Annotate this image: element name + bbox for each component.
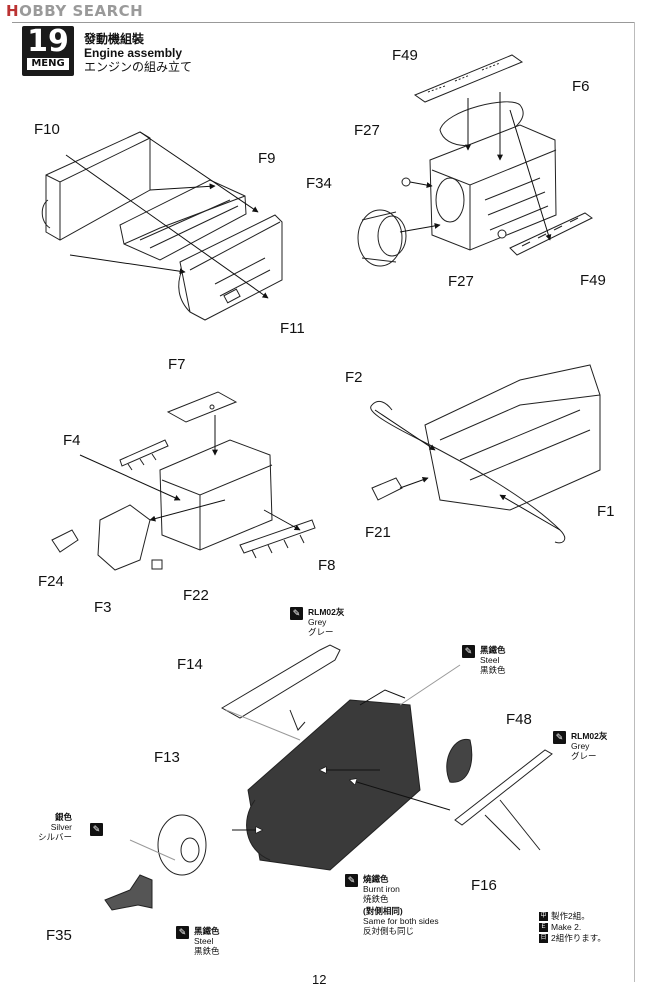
paint-callout-rlm02-top: ✎ RLM02灰 Grey グレー bbox=[290, 607, 344, 637]
paint-callout-steel-bottom: ✎ 黑鐵色 Steel 黒鉄色 bbox=[176, 926, 220, 956]
brush-icon: ✎ bbox=[345, 874, 358, 887]
divider-right bbox=[634, 22, 635, 982]
part-label-f9: F9 bbox=[258, 150, 276, 167]
divider-top bbox=[12, 22, 635, 23]
engine-side-left-drawing bbox=[51, 391, 316, 571]
lang-icon-en: E bbox=[539, 923, 548, 933]
part-label-f4: F4 bbox=[63, 432, 81, 449]
part-label-f49-top: F49 bbox=[392, 47, 418, 64]
step-number: 19 bbox=[27, 24, 69, 59]
part-label-f49-bottom: F49 bbox=[580, 272, 606, 289]
part-label-f6: F6 bbox=[572, 78, 590, 95]
watermark: HOBBY SEARCH bbox=[6, 2, 144, 20]
lang-icon-jp: 日 bbox=[539, 934, 548, 944]
brush-icon: ✎ bbox=[290, 607, 303, 620]
brush-icon: ✎ bbox=[553, 731, 566, 744]
part-label-f27-bottom: F27 bbox=[448, 273, 474, 290]
engine-block-upper-drawing bbox=[357, 54, 593, 267]
part-label-f10: F10 bbox=[34, 121, 60, 138]
step-title: 發動機組裝 Engine assembly エンジンの組み立て bbox=[84, 32, 192, 74]
part-label-f11: F11 bbox=[280, 320, 305, 337]
part-label-f2: F2 bbox=[345, 369, 363, 386]
brush-icon: ✎ bbox=[462, 645, 475, 658]
title-english: Engine assembly bbox=[84, 46, 183, 60]
part-label-f14: F14 bbox=[177, 656, 203, 673]
engine-final-drawing bbox=[104, 644, 553, 911]
engine-side-right-drawing bbox=[370, 364, 601, 544]
part-label-f27-top: F27 bbox=[354, 122, 380, 139]
brand-logo: MENG bbox=[27, 58, 69, 70]
title-japanese: エンジンの組み立て bbox=[84, 60, 193, 74]
part-label-f34: F34 bbox=[306, 175, 332, 192]
part-label-f3: F3 bbox=[94, 599, 112, 616]
part-label-f24: F24 bbox=[38, 573, 64, 590]
page-number: 12 bbox=[312, 972, 327, 987]
part-label-f8: F8 bbox=[318, 557, 336, 574]
part-label-f13: F13 bbox=[154, 749, 180, 766]
paint-callout-silver: 銀色 Silver シルバー ✎ bbox=[38, 812, 103, 842]
brush-icon: ✎ bbox=[90, 823, 103, 836]
paint-callout-burnt-iron: ✎ 燒鐵色 Burnt iron 焼鉄色 (對側相同) Same for bot… bbox=[345, 874, 439, 936]
crankcase-parts-drawing bbox=[41, 131, 283, 321]
part-label-f7: F7 bbox=[168, 356, 186, 373]
step-badge: 19 MENG bbox=[22, 26, 74, 76]
lang-icon-zh: 中 bbox=[539, 912, 548, 922]
part-label-f16: F16 bbox=[471, 877, 497, 894]
part-label-f22: F22 bbox=[183, 587, 209, 604]
part-label-f48: F48 bbox=[506, 711, 532, 728]
part-label-f1: F1 bbox=[597, 503, 615, 520]
brush-icon: ✎ bbox=[176, 926, 189, 939]
part-label-f21: F21 bbox=[365, 524, 391, 541]
title-chinese: 發動機組裝 bbox=[84, 32, 145, 46]
paint-callout-rlm02-right: ✎ RLM02灰 Grey グレー bbox=[553, 731, 607, 761]
part-label-f35: F35 bbox=[46, 927, 72, 944]
paint-callout-steel-top: ✎ 黑鐵色 Steel 黒鉄色 bbox=[462, 645, 506, 675]
